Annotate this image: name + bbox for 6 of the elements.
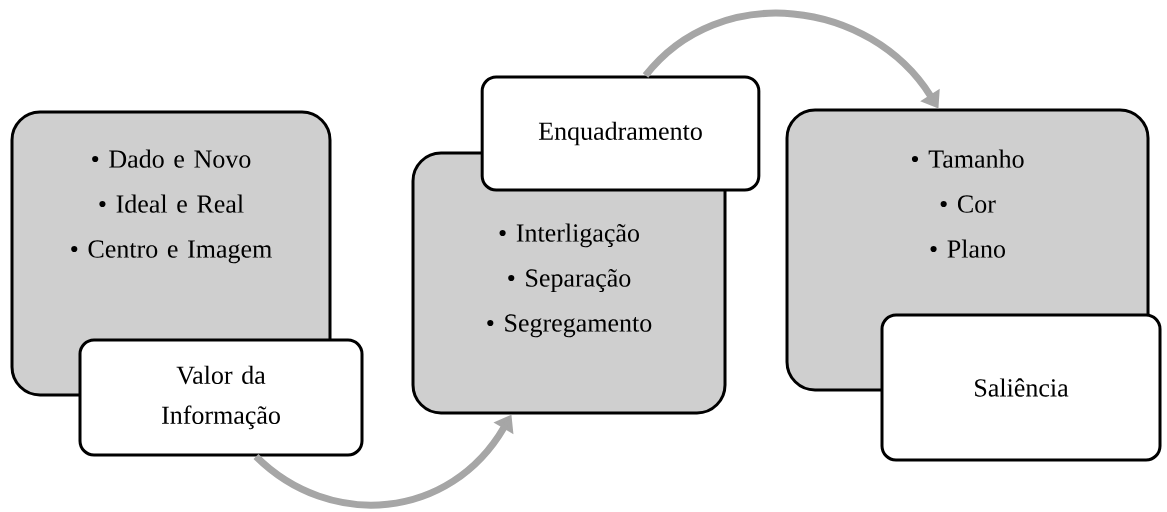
bullet-list: • Interligação • Separação • Segregamento (487, 223, 652, 338)
bullet-list: • Tamanho • Cor • Plano (911, 149, 1024, 258)
bullet-list: • Dado e Novo • Ideal e Real • Centro e Imagem (71, 149, 272, 264)
label-box: Saliência (880, 313, 1162, 462)
label-box: Valor da Informação (78, 338, 364, 457)
label-box: Enquadramento (480, 75, 761, 192)
